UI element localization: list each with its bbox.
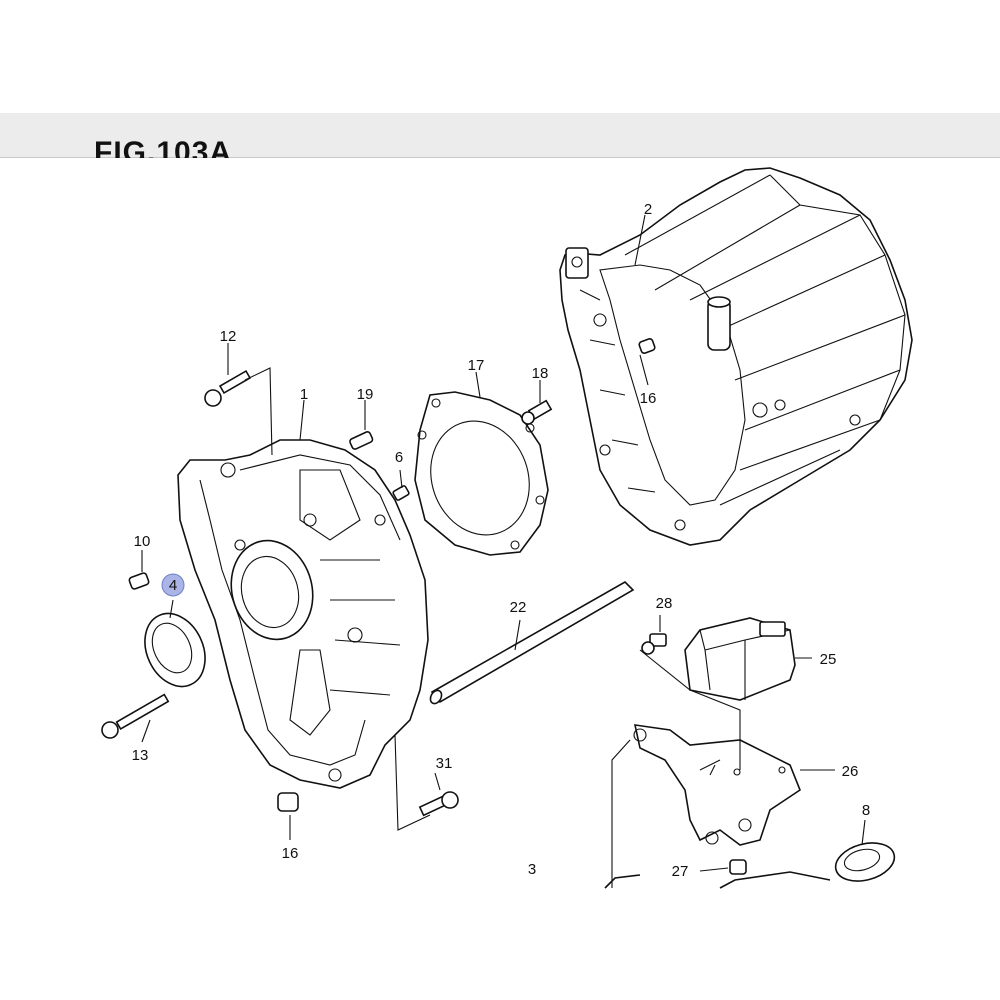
callout-13[interactable]: 13 <box>132 747 149 764</box>
plug-10 <box>128 572 150 590</box>
callout-2[interactable]: 2 <box>644 201 652 218</box>
oil-seal-part <box>144 612 206 688</box>
blank-footer <box>0 890 1000 1000</box>
callout-1[interactable]: 1 <box>300 386 308 403</box>
transmission-case-part <box>177 439 429 789</box>
callout-4[interactable]: 4 <box>169 577 177 594</box>
exploded-parts-diagram: 12 1 19 6 17 18 2 16 10 4 13 16 31 22 28… <box>101 167 913 889</box>
control-module-part <box>684 617 796 701</box>
gasket-part <box>414 391 549 556</box>
callout-31[interactable]: 31 <box>436 755 453 772</box>
callout-22[interactable]: 22 <box>510 599 527 616</box>
bolt-31 <box>418 791 459 817</box>
bolt-13 <box>101 693 170 739</box>
callout-12[interactable]: 12 <box>220 328 237 345</box>
callout-16b[interactable]: 16 <box>282 845 299 862</box>
window-toolbar <box>0 113 1000 158</box>
callout-10[interactable]: 10 <box>134 533 151 550</box>
callout-4-highlight[interactable] <box>161 573 185 597</box>
bolt-18 <box>521 399 553 425</box>
callout-27[interactable]: 27 <box>672 863 689 880</box>
rod-part <box>429 581 635 705</box>
callout-3[interactable]: 3 <box>528 861 536 878</box>
parts-diagram-area: 12 1 19 6 17 18 2 16 10 4 13 16 31 22 28… <box>0 158 1000 890</box>
bolt-28 <box>641 633 667 655</box>
seal-8-part <box>834 842 896 882</box>
bolt-12 <box>204 369 252 407</box>
bolt-19 <box>349 431 374 450</box>
callout-8[interactable]: 8 <box>862 802 870 819</box>
callout-16a[interactable]: 16 <box>640 390 657 407</box>
leader-lines <box>141 214 866 888</box>
bracket-part <box>633 724 801 846</box>
bolt-6 <box>392 485 410 501</box>
callout-18[interactable]: 18 <box>532 365 549 382</box>
callout-25[interactable]: 25 <box>820 651 837 668</box>
part-3-outline <box>604 871 831 889</box>
bell-housing-part <box>559 167 913 546</box>
dowel-16 <box>277 792 299 812</box>
callout-19[interactable]: 19 <box>357 386 374 403</box>
callout-26[interactable]: 26 <box>842 763 859 780</box>
callout-6[interactable]: 6 <box>395 449 403 466</box>
callout-28[interactable]: 28 <box>656 595 673 612</box>
nut-27 <box>729 859 747 875</box>
callout-17[interactable]: 17 <box>468 357 485 374</box>
